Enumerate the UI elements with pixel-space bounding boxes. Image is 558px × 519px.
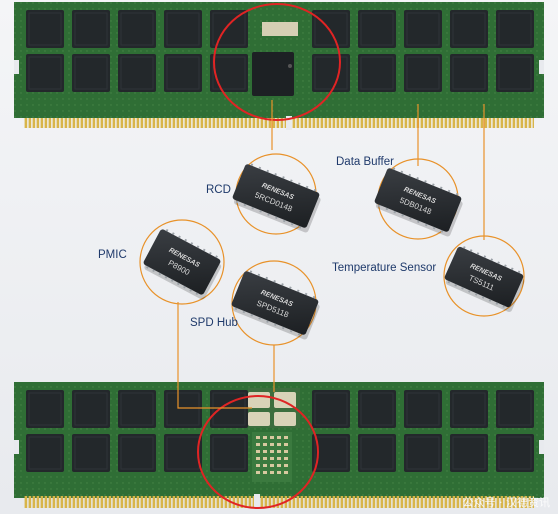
bottom-dram-chip xyxy=(450,434,488,472)
top-dram-chip xyxy=(164,54,202,92)
data-buffer-label: Data Buffer xyxy=(336,156,394,168)
top-dram-chip xyxy=(312,10,350,48)
top-dram-chip xyxy=(358,54,396,92)
smd-component xyxy=(284,436,288,439)
smd-component xyxy=(284,471,288,474)
bottom-dram-chip xyxy=(164,434,202,472)
top-dram-chip xyxy=(118,54,156,92)
top-dram-chip xyxy=(450,10,488,48)
top-gold-fingers xyxy=(24,118,534,128)
smd-component xyxy=(263,443,267,446)
bottom-dram-chip xyxy=(26,390,64,428)
top-dram-chip xyxy=(210,54,248,92)
top-highlight-ring xyxy=(213,3,341,121)
smd-component xyxy=(270,450,274,453)
bottom-dram-chip xyxy=(118,390,156,428)
top-dram-chip xyxy=(210,10,248,48)
temp-sensor-callout-circle xyxy=(443,235,525,317)
smd-component xyxy=(256,436,260,439)
smd-component xyxy=(256,464,260,467)
bottom-dram-chip xyxy=(404,434,442,472)
smd-component xyxy=(277,464,281,467)
rcd-label: RCD xyxy=(206,184,231,196)
smd-component xyxy=(270,471,274,474)
top-dram-chip xyxy=(164,10,202,48)
smd-component xyxy=(263,457,267,460)
top-dram-chip xyxy=(312,54,350,92)
bottom-gold-fingers xyxy=(24,496,534,508)
bottom-dram-chip xyxy=(404,390,442,428)
smd-component xyxy=(263,471,267,474)
spd-hub-label: SPD Hub xyxy=(190,317,238,329)
smd-component xyxy=(256,457,260,460)
top-dram-chip xyxy=(450,54,488,92)
smd-component xyxy=(277,457,281,460)
top-dram-chip xyxy=(72,54,110,92)
bottom-dram-chip xyxy=(358,390,396,428)
bottom-dram-chip xyxy=(450,390,488,428)
smd-component xyxy=(284,450,288,453)
top-dram-chip xyxy=(496,10,534,48)
top-dram-chip xyxy=(404,54,442,92)
smd-component xyxy=(256,471,260,474)
smd-component xyxy=(263,436,267,439)
top-dram-chip xyxy=(404,10,442,48)
bottom-dram-chip xyxy=(118,434,156,472)
watermark: 公众号 · 汉德资讯 xyxy=(462,496,551,509)
smd-component xyxy=(284,457,288,460)
top-dram-chip xyxy=(26,10,64,48)
top-dram-chip xyxy=(72,10,110,48)
bottom-dimm-module xyxy=(14,382,544,510)
pmic-callout-circle xyxy=(139,219,225,305)
smd-component xyxy=(284,443,288,446)
smd-component xyxy=(277,443,281,446)
pmic-label: PMIC xyxy=(98,249,127,261)
bottom-pmic xyxy=(248,392,270,408)
top-dram-chip xyxy=(496,54,534,92)
smd-component xyxy=(270,436,274,439)
smd-component xyxy=(256,450,260,453)
pmic-callout-line xyxy=(177,302,252,409)
smd-component xyxy=(270,443,274,446)
bottom-dram-chip xyxy=(72,434,110,472)
top-dram-chip xyxy=(26,54,64,92)
smd-component xyxy=(277,436,281,439)
smd-component xyxy=(284,464,288,467)
bottom-dram-chip xyxy=(26,434,64,472)
bottom-dram-chip xyxy=(496,434,534,472)
smd-component xyxy=(263,450,267,453)
bottom-dram-chip xyxy=(210,434,248,472)
bottom-dram-chip xyxy=(312,390,350,428)
bottom-dram-chip xyxy=(358,434,396,472)
bottom-dram-chip xyxy=(496,390,534,428)
bottom-highlight-ring xyxy=(197,395,319,509)
smd-component xyxy=(277,450,281,453)
smd-component xyxy=(270,464,274,467)
top-dram-chip xyxy=(358,10,396,48)
temperature-sensor-label: Temperature Sensor xyxy=(332,262,437,274)
top-dimm-module xyxy=(14,2,544,130)
top-dram-chip xyxy=(118,10,156,48)
bottom-dram-chip xyxy=(312,434,350,472)
smd-component xyxy=(263,464,267,467)
bottom-dram-chip xyxy=(210,390,248,428)
top-center-rcd xyxy=(252,52,294,96)
smd-component xyxy=(277,471,281,474)
smd-component xyxy=(256,443,260,446)
bottom-dram-chip xyxy=(72,390,110,428)
smd-component xyxy=(270,457,274,460)
bottom-dram-chip xyxy=(164,390,202,428)
